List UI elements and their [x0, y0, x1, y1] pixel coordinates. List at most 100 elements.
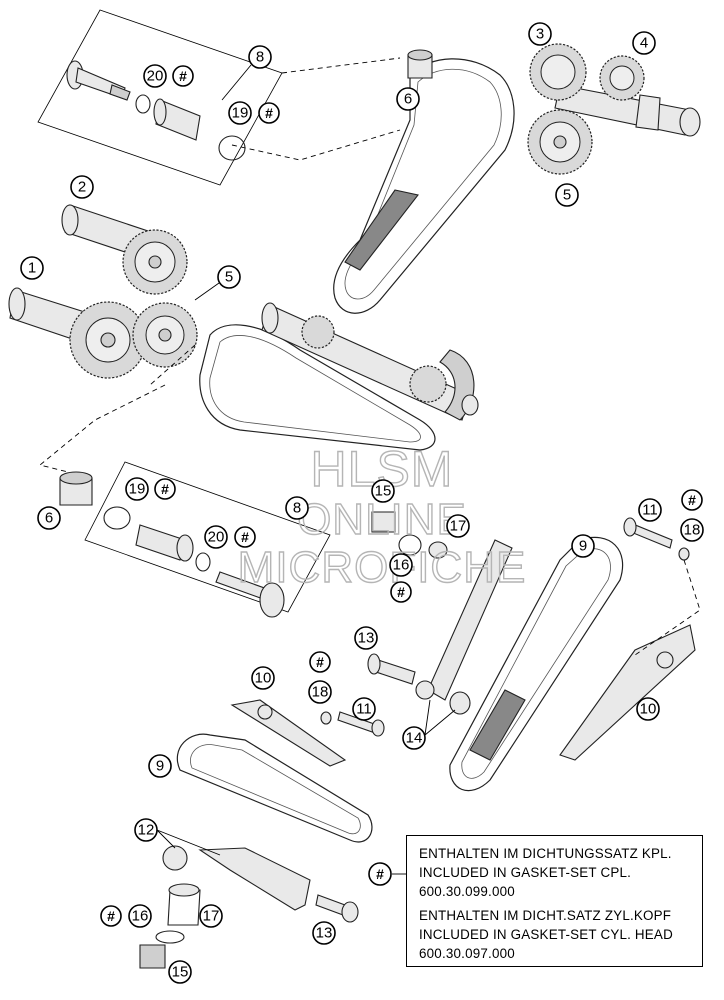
callout-11-center: 11 — [352, 697, 376, 721]
callout-9-right: 9 — [571, 534, 595, 558]
hash-marker: # — [234, 526, 256, 548]
chain-guide-rail — [367, 539, 513, 736]
callout-8-top: 8 — [248, 45, 272, 69]
svg-text:13: 13 — [316, 925, 333, 942]
hash-marker: # — [681, 489, 703, 511]
legend-box: ENTHALTEN IM DICHTUNGSSATZ KPL. INCLUDED… — [406, 835, 703, 967]
right-timing-chain — [449, 536, 624, 792]
svg-text:5: 5 — [563, 187, 571, 204]
svg-text:5: 5 — [225, 269, 233, 286]
svg-text:13: 13 — [358, 630, 375, 647]
svg-text:18: 18 — [684, 522, 701, 539]
callout-14: 14 — [402, 726, 426, 750]
svg-text:16: 16 — [132, 908, 149, 925]
top-right-camshaft — [527, 43, 701, 175]
callout-13-bottom: 13 — [312, 921, 336, 945]
svg-text:6: 6 — [404, 91, 412, 108]
hash-marker: # — [390, 581, 412, 603]
svg-text:6: 6 — [45, 510, 53, 527]
dashed-leader-cam — [39, 344, 196, 476]
center-crank-assembly — [199, 302, 479, 451]
lower-left-parts-panel — [59, 461, 331, 618]
svg-text:16: 16 — [393, 557, 410, 574]
callout-4: 4 — [632, 31, 656, 55]
callout-1: 1 — [20, 256, 44, 280]
top-left-parts-panel — [37, 9, 401, 186]
hash-marker: # — [172, 65, 194, 87]
callout-19-left: 19 — [125, 477, 149, 501]
callout-3: 3 — [528, 22, 552, 46]
hash-marker: # — [258, 102, 280, 124]
hash-marker: # — [100, 905, 122, 927]
callout-6-left: 6 — [37, 506, 61, 530]
svg-text:10: 10 — [255, 670, 272, 687]
callout-12: 12 — [134, 818, 158, 842]
callout-10-right: 10 — [636, 697, 660, 721]
callout-17-center: 17 — [446, 514, 470, 538]
bottom-tensioner-parts — [139, 845, 359, 969]
callout-15-bottom: 15 — [168, 960, 192, 984]
callout-13-center: 13 — [354, 626, 378, 650]
hash-marker: # — [309, 651, 331, 673]
svg-text:11: 11 — [642, 502, 658, 519]
callout-20-center: 20 — [204, 525, 228, 549]
svg-text:18: 18 — [312, 684, 329, 701]
callout-6-top: 6 — [396, 87, 420, 111]
legend-line-2: INCLUDED IN GASKET-SET CPL. — [419, 865, 632, 880]
legend-line-6: 600.30.097.000 — [419, 946, 515, 961]
svg-text:14: 14 — [406, 730, 423, 747]
svg-text:9: 9 — [579, 538, 587, 555]
svg-text:3: 3 — [536, 26, 544, 43]
legend-hash-marker: # — [368, 862, 392, 886]
callout-5-left: 5 — [217, 265, 241, 289]
svg-text:15: 15 — [172, 964, 189, 981]
svg-text:#: # — [376, 866, 384, 882]
svg-text:#: # — [397, 584, 405, 600]
lower-timing-chain — [176, 699, 385, 843]
watermark: HLSM ONLINE MICROFICHE — [237, 440, 527, 592]
svg-text:1: 1 — [28, 260, 36, 277]
svg-text:#: # — [265, 105, 273, 121]
callout-8-center: 8 — [285, 496, 309, 520]
svg-text:12: 12 — [138, 822, 155, 839]
callout-18-center: 18 — [308, 680, 332, 704]
legend-line-4: ENTHALTEN IM DICHT.SATZ ZYL.KOPF — [419, 908, 672, 923]
svg-text:#: # — [241, 529, 249, 545]
svg-text:#: # — [161, 481, 169, 497]
center-small-parts — [371, 511, 448, 559]
callout-2: 2 — [70, 175, 94, 199]
svg-text:#: # — [179, 68, 187, 84]
right-tensioner-rail — [559, 517, 701, 761]
svg-text:2: 2 — [78, 179, 86, 196]
hash-marker: # — [154, 478, 176, 500]
svg-text:19: 19 — [232, 105, 249, 122]
svg-text:8: 8 — [293, 500, 301, 517]
svg-text:10: 10 — [640, 701, 657, 718]
left-camshafts — [8, 204, 198, 379]
upper-timing-chain — [333, 49, 515, 314]
svg-text:17: 17 — [450, 518, 467, 535]
svg-text:19: 19 — [129, 481, 146, 498]
legend-line-1: ENTHALTEN IM DICHTUNGSSATZ KPL. — [419, 846, 672, 861]
callout-19-top: 19 — [228, 101, 252, 125]
svg-text:#: # — [688, 492, 696, 508]
svg-text:17: 17 — [203, 908, 220, 925]
svg-text:4: 4 — [640, 35, 648, 52]
svg-text:20: 20 — [208, 529, 225, 546]
callout-16: 16 — [128, 904, 152, 928]
callout-10-center: 10 — [251, 666, 275, 690]
callout-5-top: 5 — [555, 183, 579, 207]
svg-text:11: 11 — [356, 701, 372, 718]
svg-text:#: # — [316, 654, 324, 670]
legend-line-5: INCLUDED IN GASKET-SET CYL. HEAD — [419, 927, 673, 942]
callout-11-right: 11 — [638, 498, 662, 522]
svg-text:MICROFICHE: MICROFICHE — [238, 543, 527, 592]
svg-text:8: 8 — [256, 49, 264, 66]
svg-text:9: 9 — [156, 758, 164, 775]
svg-text:15: 15 — [375, 483, 392, 500]
callout-18-right: 18 — [680, 518, 704, 542]
callout-17-bottom: 17 — [199, 904, 223, 928]
legend-line-3: 600.30.099.000 — [419, 884, 515, 899]
callout-20-top: 20 — [143, 64, 167, 88]
